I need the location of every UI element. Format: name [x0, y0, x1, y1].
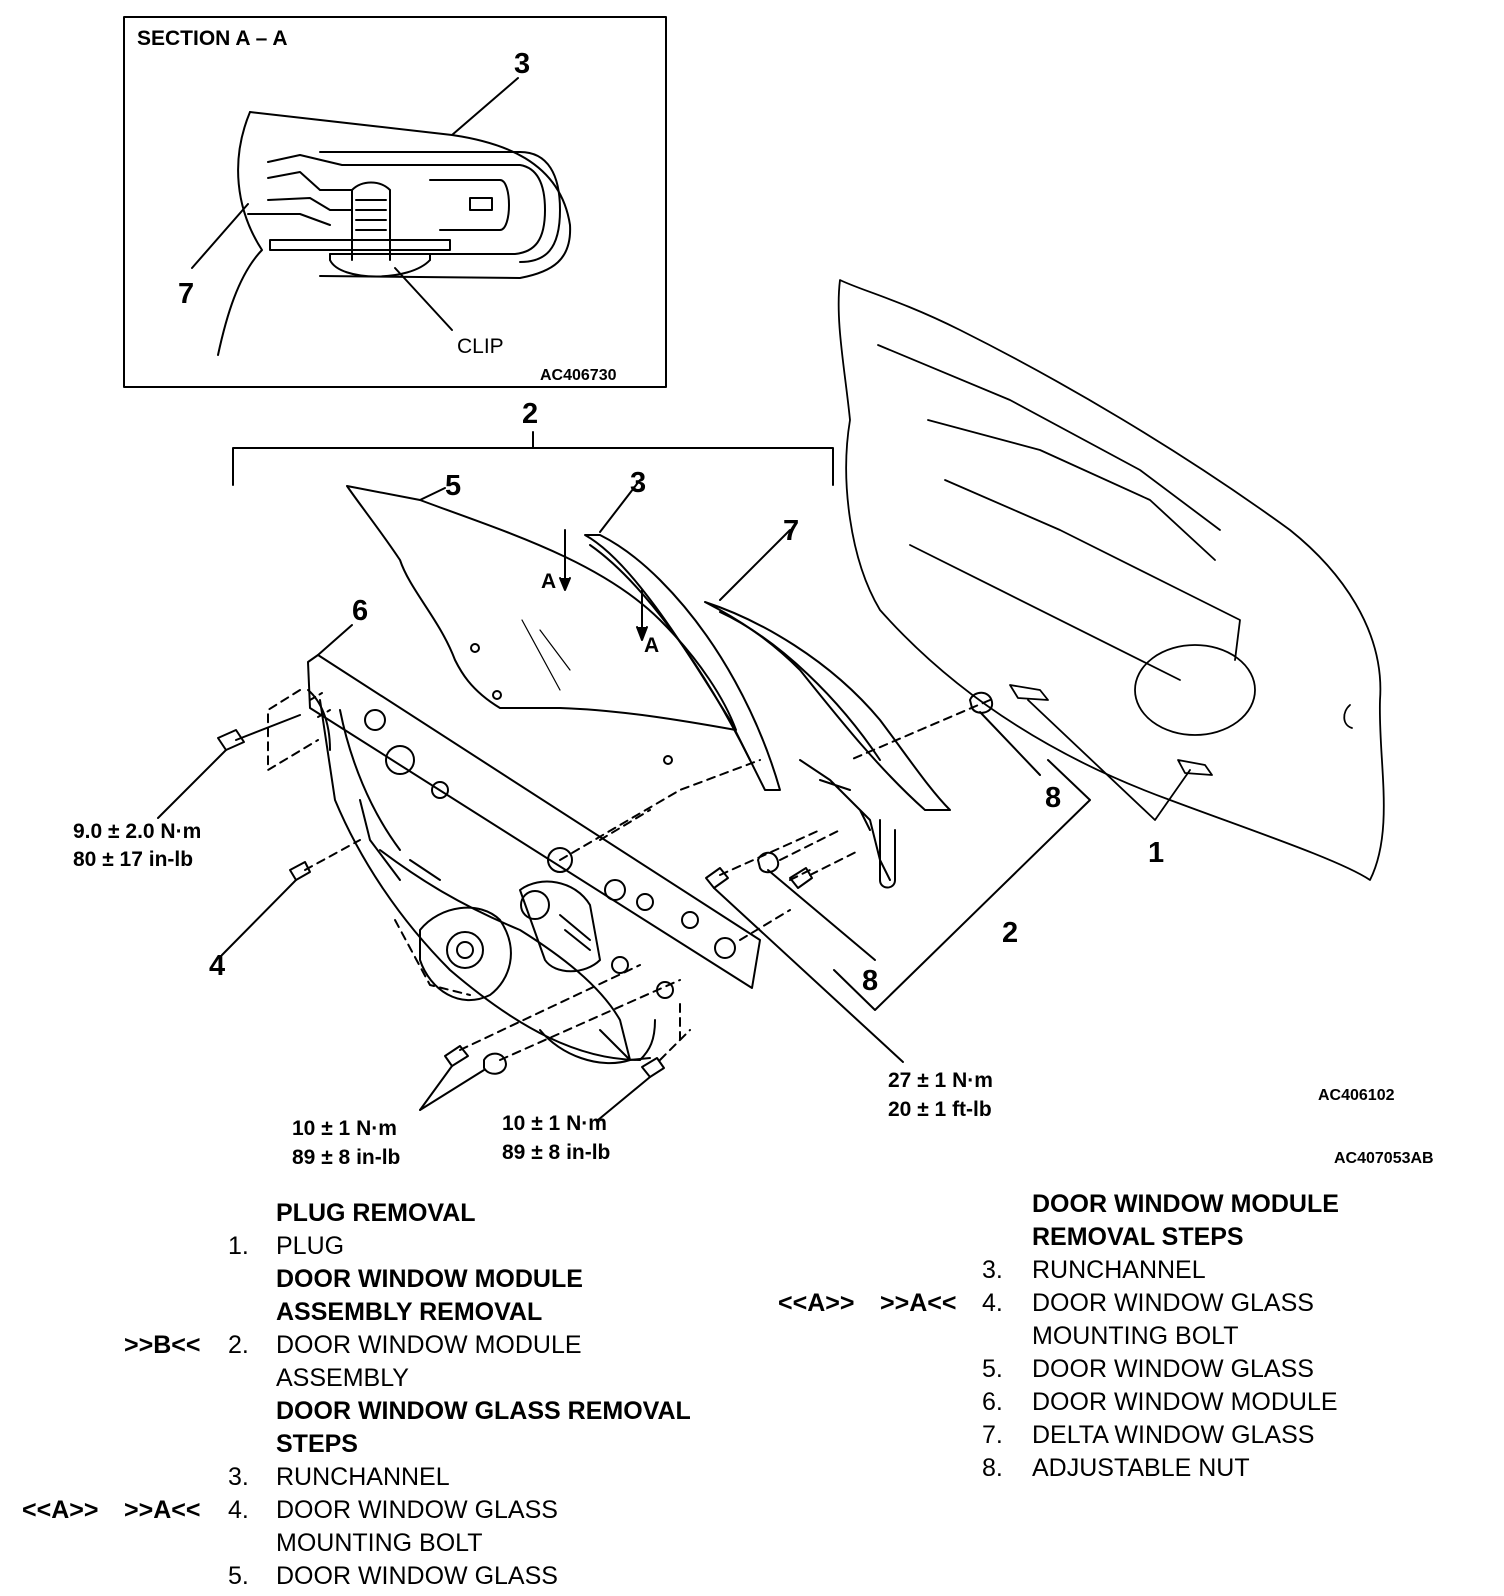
callout-5: 5: [445, 470, 461, 502]
nut-right-1: [757, 851, 780, 874]
leader-8-lower: [767, 869, 876, 961]
step-text: DOOR WINDOW MODULE: [276, 1331, 582, 1359]
leader-8-upper: [979, 711, 1041, 776]
inset-leader-clip: [394, 267, 453, 331]
install-marker: >>A<<: [880, 1289, 957, 1317]
step-text: DOOR WINDOW GLASS: [276, 1496, 558, 1524]
inset-label-3: 3: [514, 48, 530, 80]
section-mark-a1: A: [541, 570, 556, 593]
fasteners: [157, 689, 1041, 1121]
assembly-bracket-side: [833, 759, 1091, 1011]
torque-2-nm: 10 ± 1 N·m: [292, 1117, 397, 1140]
step-text: ADJUSTABLE NUT: [1032, 1454, 1250, 1482]
step-num: 7.: [982, 1421, 1003, 1449]
inset-label-7: 7: [178, 278, 194, 310]
step-text: PLUG: [276, 1232, 345, 1260]
leader-torque-1: [157, 749, 227, 819]
torque-1-nm: 9.0 ± 2.0 N·m: [73, 820, 201, 843]
exploded-diagram: SECTION A – A 3 7 CLIP AC406730 2 5 3 7 …: [73, 16, 1434, 1169]
inset-title: SECTION A – A: [137, 27, 288, 50]
step-text: DOOR WINDOW GLASS: [276, 1562, 558, 1590]
step-text: RUNCHANNEL: [1032, 1256, 1206, 1284]
callout-2-side: 2: [1002, 917, 1018, 949]
callout-3: 3: [630, 467, 646, 499]
nut-lower-1: [483, 1052, 507, 1075]
bolt-upper-left: [217, 729, 245, 751]
section-inset: [123, 16, 667, 388]
inset-leader-3: [451, 77, 519, 136]
callout-2-top: 2: [522, 398, 538, 430]
door-window-module: [307, 654, 761, 1065]
install-marker: >>A<<: [124, 1496, 201, 1524]
callout-7: 7: [783, 515, 799, 547]
leader-4: [221, 879, 297, 956]
torque-4-imperial: 20 ± 1 ft-lb: [888, 1098, 992, 1121]
diagram-labels: SECTION A – A 3 7 CLIP AC406730 2 5 3 7 …: [73, 27, 1434, 1169]
step-num: 4.: [228, 1496, 249, 1524]
step-text: RUNCHANNEL: [276, 1463, 450, 1491]
bolt-lower-2: [641, 1057, 665, 1078]
callout-1: 1: [1148, 837, 1164, 869]
torque-3-imperial: 89 ± 8 in-lb: [502, 1141, 610, 1164]
callout-4: 4: [209, 950, 225, 982]
door-panel: [837, 279, 1385, 881]
torque-1-imperial: 80 ± 17 in-lb: [73, 848, 193, 871]
inset-leader-7: [191, 203, 249, 269]
step-text: DELTA WINDOW GLASS: [1032, 1421, 1315, 1449]
step-text: DOOR WINDOW GLASS: [1032, 1289, 1314, 1317]
inset-frame: [123, 16, 667, 388]
section-mark-a2: A: [644, 634, 659, 657]
delta-window-glass: [704, 529, 951, 889]
door-code: AC406102: [1318, 1087, 1395, 1104]
step-num: 2.: [228, 1331, 249, 1359]
glass-leader-5: [419, 487, 446, 501]
torque-2-imperial: 89 ± 8 in-lb: [292, 1146, 400, 1169]
leader-torque-3: [597, 1076, 651, 1121]
assembly-bracket-top: [232, 431, 834, 486]
callout-8-upper: 8: [1045, 782, 1061, 814]
step-num: 3.: [982, 1256, 1003, 1284]
step-text: DOOR WINDOW GLASS: [1032, 1355, 1314, 1383]
door-window-glass: [346, 485, 737, 765]
bolt-lower-1: [444, 1045, 469, 1067]
step-num: 4.: [982, 1289, 1003, 1317]
bolt-right-2: [789, 867, 813, 889]
leader-torque-2a: [419, 1065, 453, 1111]
nut-right-2: [969, 691, 994, 714]
leader-torque-2b: [419, 1069, 485, 1111]
module-leader-6: [317, 624, 353, 656]
leader-torque-4: [713, 887, 904, 1063]
bolt-4: [289, 861, 311, 881]
step-num: 6.: [982, 1388, 1003, 1416]
step-num: 1.: [228, 1232, 249, 1260]
plug-upper: [1009, 684, 1049, 701]
step-num: 5.: [228, 1562, 249, 1590]
removal-marker: <<A>>: [22, 1496, 99, 1524]
inset-clip-label: CLIP: [457, 335, 504, 358]
callout-8-lower: 8: [862, 965, 878, 997]
plug-lower: [1177, 759, 1213, 776]
step-num: 5.: [982, 1355, 1003, 1383]
step-text: DOOR WINDOW MODULE: [1032, 1388, 1338, 1416]
torque-4-nm: 27 ± 1 N·m: [888, 1069, 993, 1092]
figure-code: AC407053AB: [1334, 1150, 1434, 1167]
install-marker: >>B<<: [124, 1331, 201, 1359]
torque-3-nm: 10 ± 1 N·m: [502, 1112, 607, 1135]
bolt-right-1: [705, 867, 729, 889]
inset-code: AC406730: [540, 367, 617, 384]
runchannel: [584, 479, 781, 791]
callout-6: 6: [352, 595, 368, 627]
step-num: 3.: [228, 1463, 249, 1491]
removal-marker: <<A>>: [778, 1289, 855, 1317]
step-num: 8.: [982, 1454, 1003, 1482]
